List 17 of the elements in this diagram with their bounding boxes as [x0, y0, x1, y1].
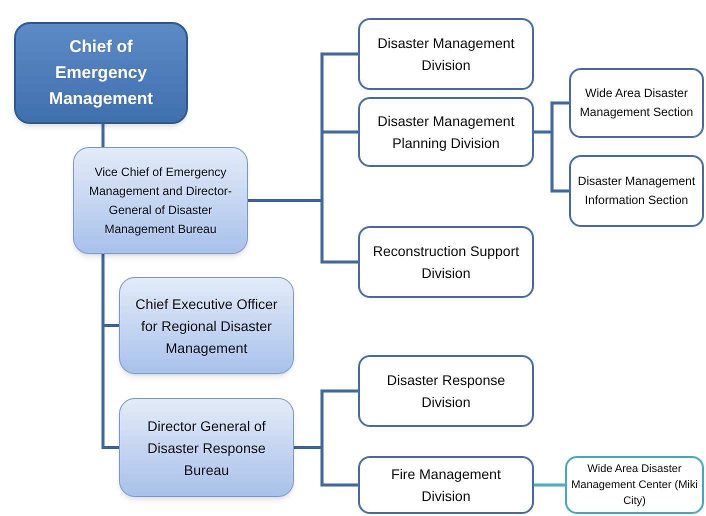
division-box: Fire Management Division — [358, 456, 534, 514]
connector-line — [534, 484, 565, 486]
position-box: Chief Executive Officer for Regional Disaster Management — [119, 277, 294, 374]
position-box: Director General of Disaster Response Bureau — [119, 398, 294, 497]
division-box: Disaster Management Planning Division — [358, 97, 534, 167]
position-box: Vice Chief of Emergency Management and Director-General of Disaster Management Bureau — [73, 147, 248, 254]
connector-line — [248, 199, 358, 264]
section-box: Wide Area Disaster Management Section — [569, 68, 704, 138]
connector-line — [534, 130, 569, 192]
division-box: Disaster Response Division — [358, 355, 534, 427]
division-box: Disaster Management Division — [358, 18, 534, 90]
connector-line — [102, 124, 104, 147]
position-box: Chief of Emergency Management — [14, 22, 188, 124]
division-box: Reconstruction Support Division — [358, 226, 534, 298]
section-box: Disaster Management Information Section — [569, 155, 704, 227]
connector-line — [294, 446, 358, 486]
center-box: Wide Area Disaster Management Center (Miki City) — [565, 456, 704, 514]
